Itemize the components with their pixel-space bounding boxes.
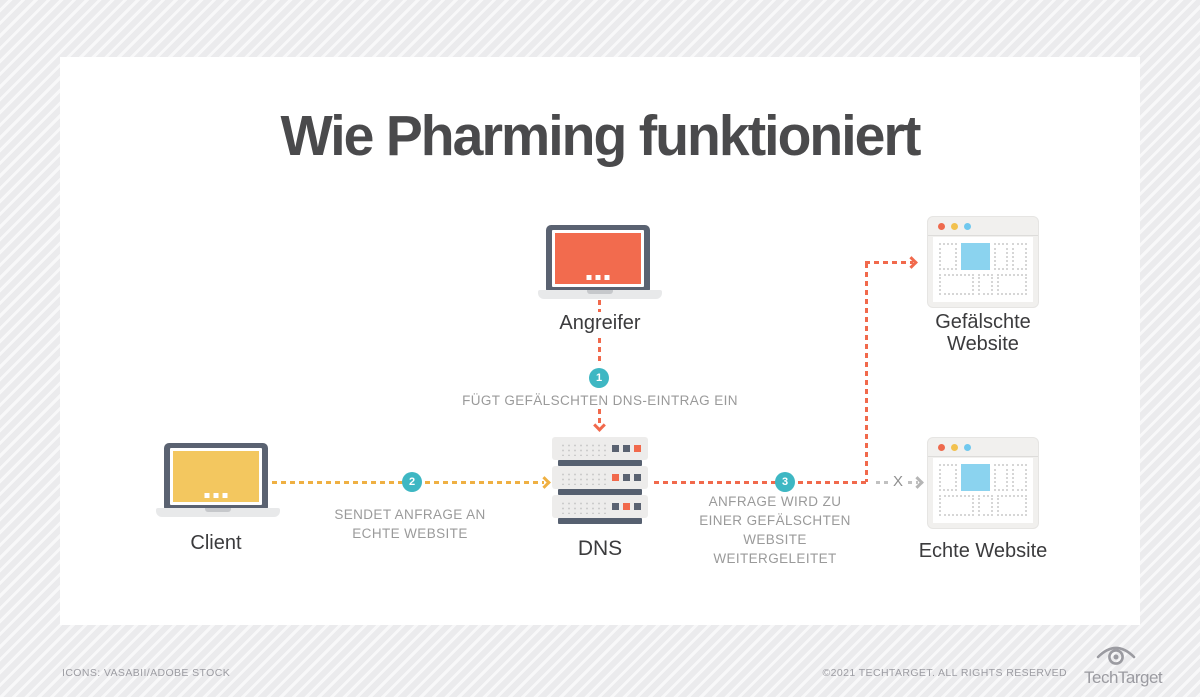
dns-redirect-line-v [865, 263, 868, 482]
server-vent-dots [559, 470, 607, 485]
step2-text-line1: SENDET ANFRAGE AN [334, 507, 486, 522]
icons-credit: ICONS: VASABII/ADOBE STOCK [62, 667, 231, 679]
step1-text: FÜGT GEFÄLSCHTEN DNS-EINTRAG EIN [462, 393, 738, 408]
fake-website-label-line1: Gefälschte [935, 311, 1031, 333]
browser-dot-red-icon [938, 443, 945, 451]
step1-badge: 1 [589, 368, 609, 388]
dns-redirect-line-h [654, 481, 867, 484]
real-website-icon [927, 437, 1039, 529]
server-base-bar [558, 518, 642, 524]
techtarget-logo-text: TechTarget [1084, 668, 1163, 687]
step3-text-line3: WEBSITE [743, 532, 807, 547]
dns-redirect-line-top [865, 261, 913, 264]
server-unit [552, 437, 648, 460]
dns-server-icon [552, 437, 648, 524]
attacker-dns-line-seg1 [598, 300, 601, 312]
attacker-screen-dots [586, 275, 610, 280]
server-leds [612, 503, 641, 510]
fake-browser-topbar [928, 217, 1038, 236]
client-laptop-notch [205, 508, 231, 512]
techtarget-logo: TechTarget [1084, 642, 1163, 688]
highlight-block [960, 464, 990, 491]
wireframe-row [939, 464, 1028, 491]
step3-badge: 3 [775, 472, 795, 492]
client-laptop-bezel [170, 448, 262, 505]
browser-dot-blue-icon [964, 443, 971, 451]
blocked-line-seg1 [876, 481, 891, 484]
fake-website-label-line2: Website [947, 333, 1019, 355]
attacker-dns-line-seg2 [598, 338, 601, 365]
fake-website-icon [927, 216, 1039, 308]
server-unit [552, 466, 648, 489]
step2-text: SENDET ANFRAGE AN ECHTE WEBSITE [310, 505, 510, 543]
step3-text-line2: EINER GEFÄLSCHTEN [699, 513, 851, 528]
real-browser-body [933, 458, 1033, 523]
attacker-laptop-screen [555, 233, 641, 284]
fake-browser-body [933, 237, 1033, 302]
dns-label: DNS [577, 537, 623, 560]
server-vent-dots [559, 499, 607, 514]
wireframe-row [939, 274, 1027, 295]
real-browser-topbar [928, 438, 1038, 457]
attacker-label: Angreifer [559, 312, 641, 334]
fake-website-label: Gefälschte Website [903, 311, 1063, 355]
browser-dot-red-icon [938, 222, 945, 230]
attacker-dns-line-seg3 [598, 409, 601, 426]
attacker-laptop-base [538, 290, 662, 299]
server-vent-dots [559, 441, 607, 456]
client-screen-dots [204, 493, 228, 498]
copyright-notice: ©2021 TECHTARGET. ALL RIGHTS RESERVED [822, 667, 1067, 679]
client-laptop-icon [164, 443, 268, 509]
blocked-line-seg2 [908, 481, 918, 484]
client-label: Client [190, 532, 242, 554]
step3-text: ANFRAGE WIRD ZU EINER GEFÄLSCHTEN WEBSIT… [675, 492, 875, 568]
highlight-block [960, 243, 990, 270]
server-unit [552, 495, 648, 518]
wireframe-row [939, 495, 1027, 516]
step2-badge: 2 [402, 472, 422, 492]
step3-text-line4: WEITERGELEITET [713, 551, 837, 566]
browser-dot-yellow-icon [951, 222, 958, 230]
client-laptop-base [156, 508, 280, 517]
server-base-bar [558, 460, 642, 466]
real-website-label: Echte Website [918, 540, 1048, 562]
server-leds [612, 474, 641, 481]
techtarget-eye-icon [1096, 646, 1136, 665]
attacker-laptop-notch [587, 290, 613, 294]
client-laptop-screen [173, 451, 259, 502]
browser-dot-yellow-icon [951, 443, 958, 451]
attacker-laptop-bezel [552, 230, 644, 287]
page-title: Wie Pharming funktioniert [280, 104, 921, 168]
attacker-laptop-icon [546, 225, 650, 291]
step3-text-line1: ANFRAGE WIRD ZU [708, 494, 842, 509]
wireframe-row [939, 243, 1028, 270]
server-base-bar [558, 489, 642, 495]
browser-dot-blue-icon [964, 222, 971, 230]
server-leds [612, 445, 641, 452]
blocked-x-marker: X [893, 473, 904, 490]
step2-text-line2: ECHTE WEBSITE [352, 526, 468, 541]
